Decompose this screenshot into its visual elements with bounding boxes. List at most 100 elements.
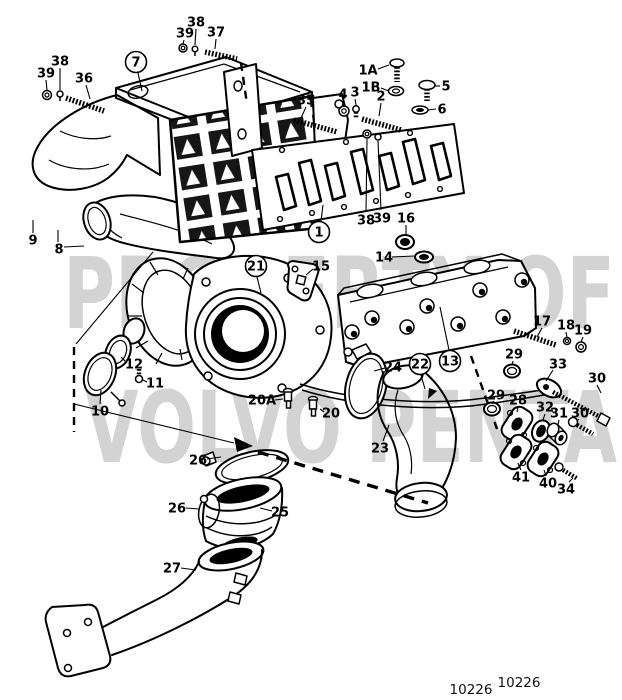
callout-leader-26-1 [206, 456, 222, 460]
callout-leader-18 [565, 331, 568, 338]
callout-33: 33 [549, 358, 567, 373]
callout-10: 10 [91, 405, 109, 420]
callout-22: 22 [411, 358, 429, 373]
callout-circle-7 [124, 50, 148, 74]
ring-16 [395, 234, 415, 250]
bolt-11 [134, 369, 144, 384]
callout-1: 1 [314, 226, 323, 241]
o-ring-29a [503, 363, 521, 379]
callout-41: 41 [512, 471, 530, 486]
flange-28 [500, 405, 534, 443]
callout-5: 5 [441, 80, 450, 95]
clamp-group-10-11-12 [82, 317, 146, 407]
assembly-axis-dashed [239, 62, 249, 105]
callout-circle-13 [438, 349, 462, 373]
right-hardware-cluster [469, 328, 611, 481]
bolt-3 [352, 105, 360, 119]
callout-38-1: 38 [51, 55, 69, 70]
callout-13: 13 [441, 355, 459, 370]
callout-leader-3 [354, 98, 357, 106]
callout-15: 15 [312, 260, 330, 275]
callout-leader-28 [516, 406, 519, 413]
callout-leader-38-2 [194, 28, 197, 46]
callout-leader-15 [305, 268, 314, 276]
spacer-31 [546, 422, 568, 446]
callout-36: 36 [75, 72, 93, 87]
callout-12: 12 [125, 358, 143, 373]
callout-circle-22 [408, 352, 432, 376]
callout-leader-39-2 [182, 39, 185, 45]
callout-leader-30-2 [576, 418, 580, 422]
flange-40 [526, 440, 560, 478]
callout-19: 19 [574, 324, 592, 339]
callout-leader-27 [180, 567, 197, 571]
callout-leader-39-3 [377, 140, 382, 211]
assembly-guides [72, 251, 429, 505]
callout-17: 17 [533, 315, 551, 330]
callout-24: 24 [384, 361, 402, 376]
callout-2: 2 [376, 90, 385, 105]
sleeve-and-pipe [44, 449, 290, 678]
callout-14: 14 [375, 251, 393, 266]
callout-circle-21 [244, 254, 268, 278]
callout-32: 32 [536, 401, 554, 416]
callout-leader-35 [300, 106, 307, 119]
stud-17 [513, 328, 557, 348]
callout-16: 16 [397, 212, 415, 227]
callout-39-1: 39 [37, 67, 55, 82]
callout-leader-39-1 [45, 79, 48, 91]
callout-leader-31 [557, 419, 560, 426]
callout-leader-32 [542, 413, 546, 421]
flow-arrow-icon [428, 388, 437, 399]
callout-leader-10 [99, 389, 102, 405]
callout-leader-17 [536, 327, 543, 338]
callout-18: 18 [557, 319, 575, 334]
washer-1B [387, 85, 405, 97]
callout-leader-36 [85, 84, 91, 100]
hose-ring-9 [82, 201, 112, 241]
callout-38-2: 38 [187, 16, 205, 31]
exhaust-manifold-13 [337, 253, 537, 368]
callout-11: 11 [146, 377, 164, 392]
callout-34: 34 [557, 483, 575, 498]
nut-39b [178, 43, 188, 53]
clamp-26b [197, 493, 221, 529]
callout-leader-11 [142, 379, 148, 383]
plug-20 [307, 395, 319, 417]
callout-leader-33 [545, 369, 554, 382]
o-ring-29b [483, 401, 501, 417]
washer-38a [56, 90, 64, 101]
top-hardware [41, 43, 436, 141]
bolt-1A [389, 58, 405, 82]
callout-leader-1B [380, 87, 390, 92]
callout-leader-7 [137, 72, 143, 92]
stud-35 [293, 117, 338, 135]
callout-26-2: 26 [168, 502, 186, 517]
callout-35: 35 [297, 94, 315, 109]
washer-39c [374, 133, 382, 141]
callout-leader-13 [439, 306, 450, 351]
callout-leader-37 [214, 38, 217, 50]
callout-29-2: 29 [487, 389, 505, 404]
bolt-30a [551, 390, 611, 427]
callout-8: 8 [54, 243, 63, 258]
callout-30-1: 30 [588, 372, 606, 387]
intake-manifold-plate-1 [251, 123, 465, 231]
stud-2 [361, 116, 402, 133]
callout-20A: 20A [248, 394, 276, 409]
flange-41 [499, 433, 533, 471]
callout-leader-22 [420, 374, 426, 390]
callout-leader-19 [580, 336, 584, 343]
callout-leader-21 [256, 276, 262, 294]
clamp-10 [82, 351, 118, 397]
callout-20: 20 [322, 407, 340, 422]
ring-32 [531, 419, 551, 443]
plug-19 [575, 341, 587, 353]
callout-leader-24 [373, 367, 386, 372]
callout-39-3: 39 [373, 212, 391, 227]
manifold-bolts [344, 272, 530, 340]
callout-leader-23 [382, 424, 390, 442]
callout-31: 31 [550, 407, 568, 422]
callout-leader-34 [568, 477, 574, 483]
